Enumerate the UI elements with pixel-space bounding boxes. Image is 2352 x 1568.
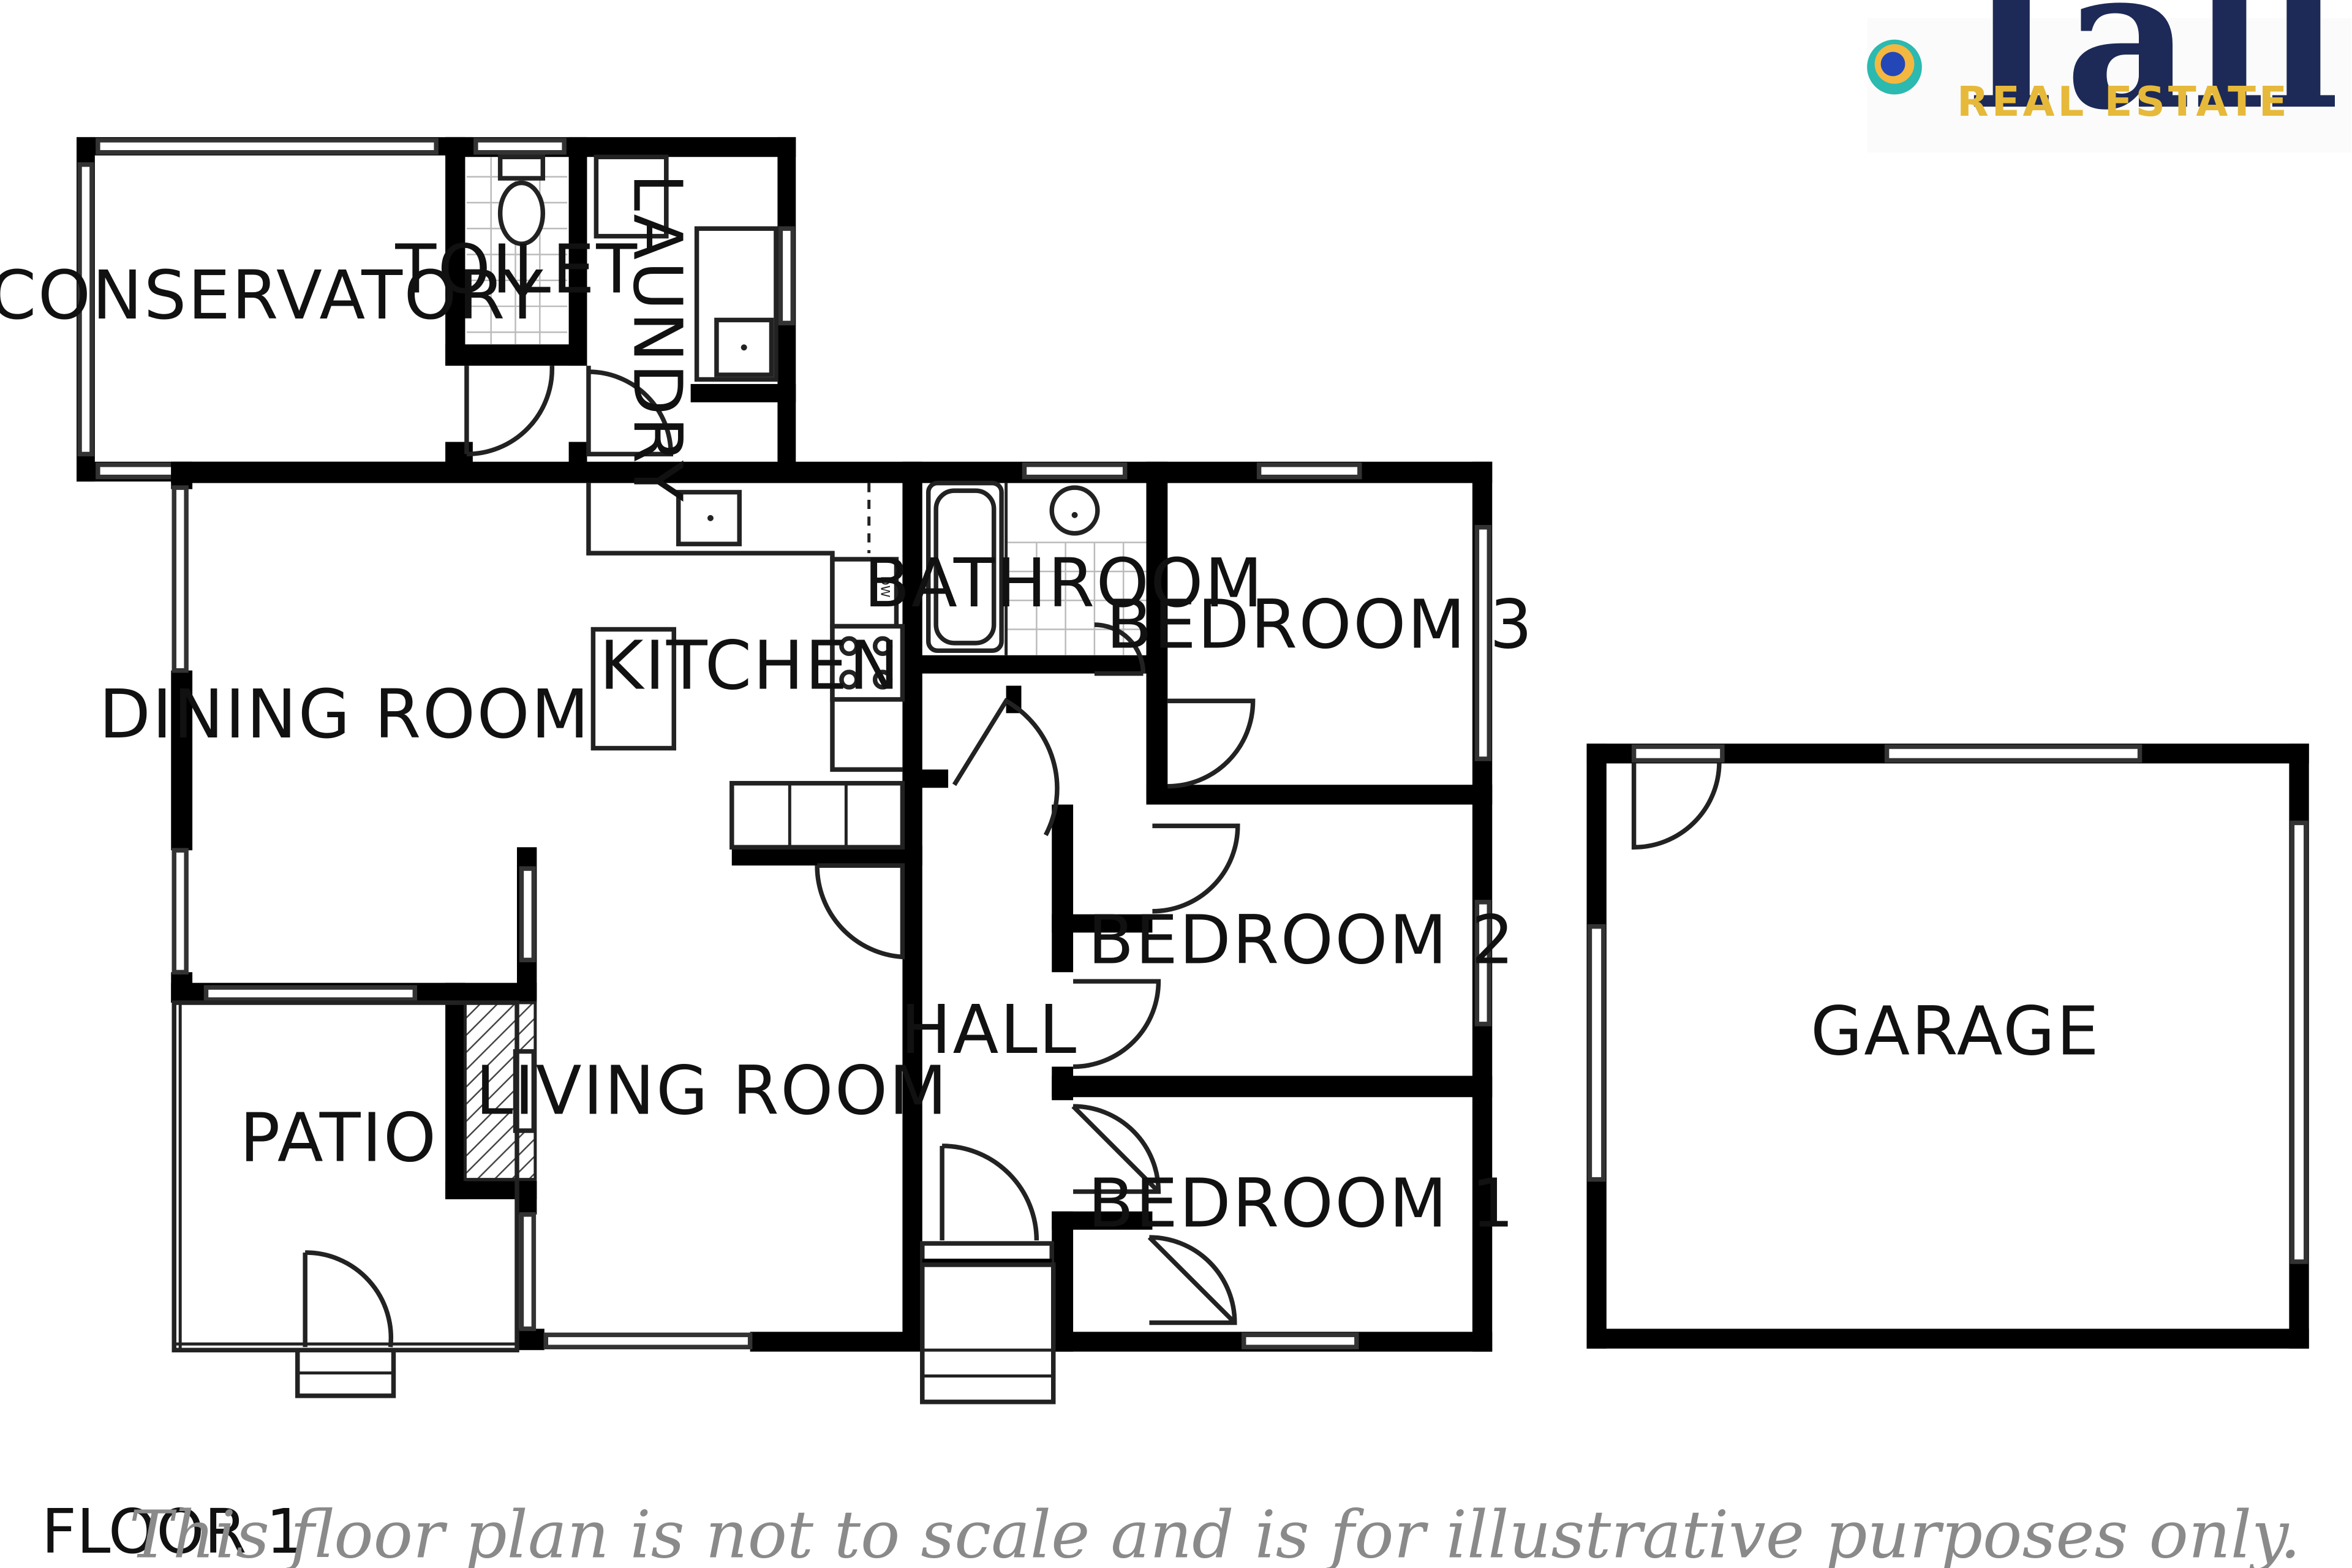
- brand-logo: Tall Poppy REAL ESTATE: [1867, 0, 2352, 153]
- room-label-laundry: LAUNDRY: [619, 173, 697, 503]
- brand-name: Tall Poppy: [1939, 0, 2352, 153]
- room-label-patio: PATIO: [239, 1099, 437, 1177]
- room-label-bathroom: BATHROOM: [864, 544, 1264, 622]
- room-label-toilet: TOILET: [394, 230, 638, 309]
- room-label-bedroom3: BEDROOM 3: [1106, 585, 1534, 663]
- room-label-kitchen: KITCHEN: [600, 627, 901, 705]
- toilet-laundry: [445, 137, 796, 482]
- room-label-conservatory: CONSERVATORY: [0, 256, 545, 334]
- room-label-dining: DINING ROOM: [99, 675, 590, 753]
- interior-doors: [303, 698, 1256, 1348]
- room-label-bedroom1: BEDROOM 1: [1088, 1164, 1515, 1243]
- room-label-hall: HALL: [901, 990, 1078, 1069]
- garage: [1586, 744, 2309, 1349]
- room-label-bedroom2: BEDROOM 2: [1088, 900, 1515, 979]
- brand-sub: REAL ESTATE: [1957, 78, 2290, 126]
- disclaimer: This floor plan is not to scale and is f…: [129, 1498, 2301, 1568]
- room-label-living: LIVING ROOM: [475, 1052, 948, 1130]
- bathroom-fixtures: [925, 480, 1147, 676]
- patio: [172, 1000, 1056, 1404]
- floor-label: FLOOR 1: [42, 1497, 305, 1567]
- room-label-garage: GARAGE: [1811, 992, 2100, 1071]
- dishwasher-label: DW: [878, 576, 892, 597]
